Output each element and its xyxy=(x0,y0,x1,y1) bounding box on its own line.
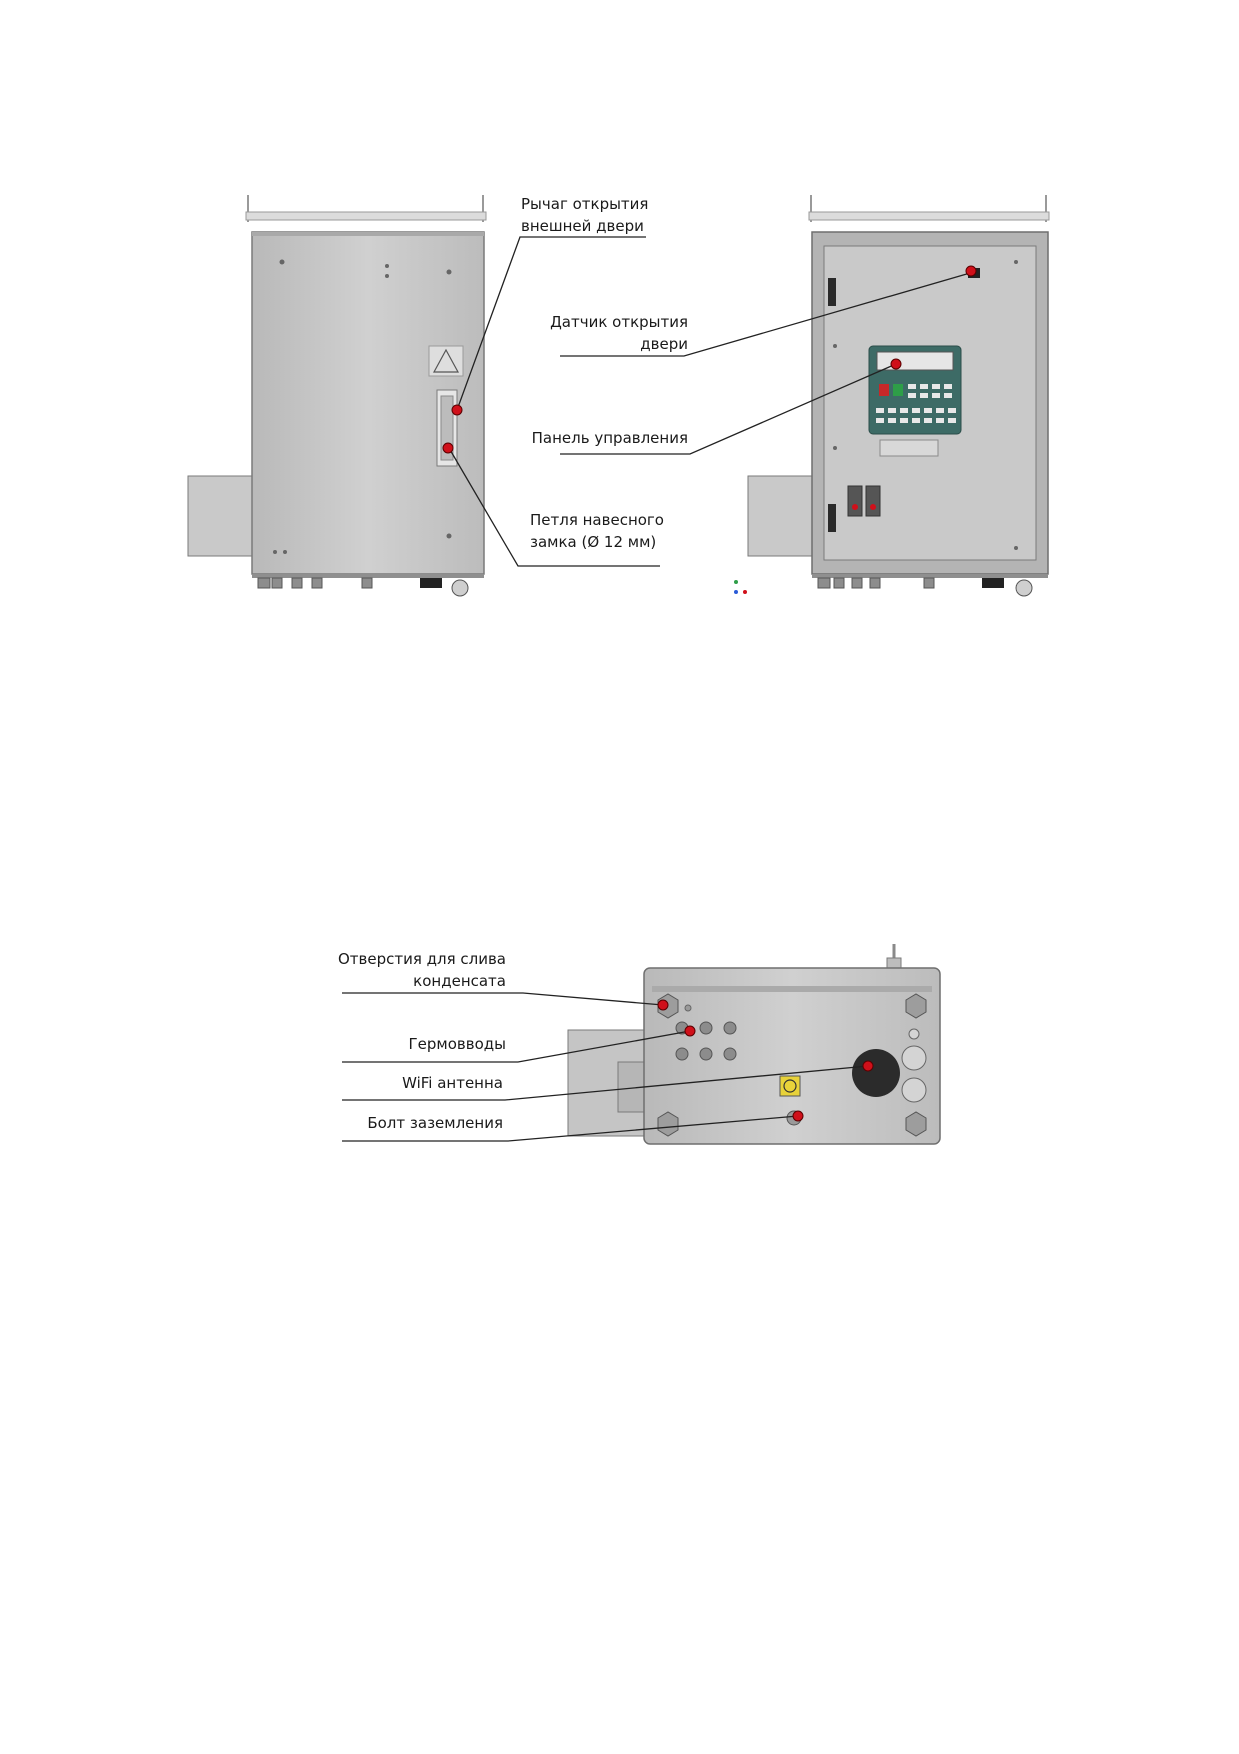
control-panel xyxy=(868,345,962,435)
label-wifi-antenna: WiFi антенна xyxy=(402,1074,503,1092)
marker-panel xyxy=(890,358,902,370)
cabinet-front-open xyxy=(747,195,1050,597)
leader-line-drain xyxy=(342,992,664,1006)
marker-drain xyxy=(657,999,669,1011)
leader-line-ground xyxy=(342,1115,799,1142)
leader-line-glands xyxy=(342,1030,691,1063)
marker-ground xyxy=(792,1110,804,1122)
marker-padlock xyxy=(442,442,454,454)
label-cable-glands: Гермовводы xyxy=(408,1035,506,1053)
marker-sensor xyxy=(965,265,977,277)
label-condensate-drain: Отверстия для слива конденсата xyxy=(337,950,506,990)
marker-glands xyxy=(684,1025,696,1037)
leader-line-padlock xyxy=(448,447,660,567)
label-control-panel: Панель управления xyxy=(531,429,688,447)
leader-line-wifi xyxy=(342,1065,869,1101)
axis-triad-icon xyxy=(734,580,747,594)
label-ground-bolt: Болт заземления xyxy=(367,1114,503,1132)
leader-line-sensor xyxy=(560,270,978,357)
marker-lever xyxy=(451,404,463,416)
label-door-lever: Рычаг открытия внешней двери xyxy=(521,195,649,235)
cabinet-front-closed xyxy=(187,195,487,597)
cabinet-bottom-view xyxy=(567,944,941,1145)
label-door-sensor: Датчик открытия двери xyxy=(550,313,688,353)
leader-line-panel xyxy=(560,363,897,455)
marker-wifi xyxy=(862,1060,874,1072)
leader-line-lever xyxy=(456,236,646,411)
label-padlock-loop: Петля навесного замка (Ø 12 мм) xyxy=(530,511,664,551)
